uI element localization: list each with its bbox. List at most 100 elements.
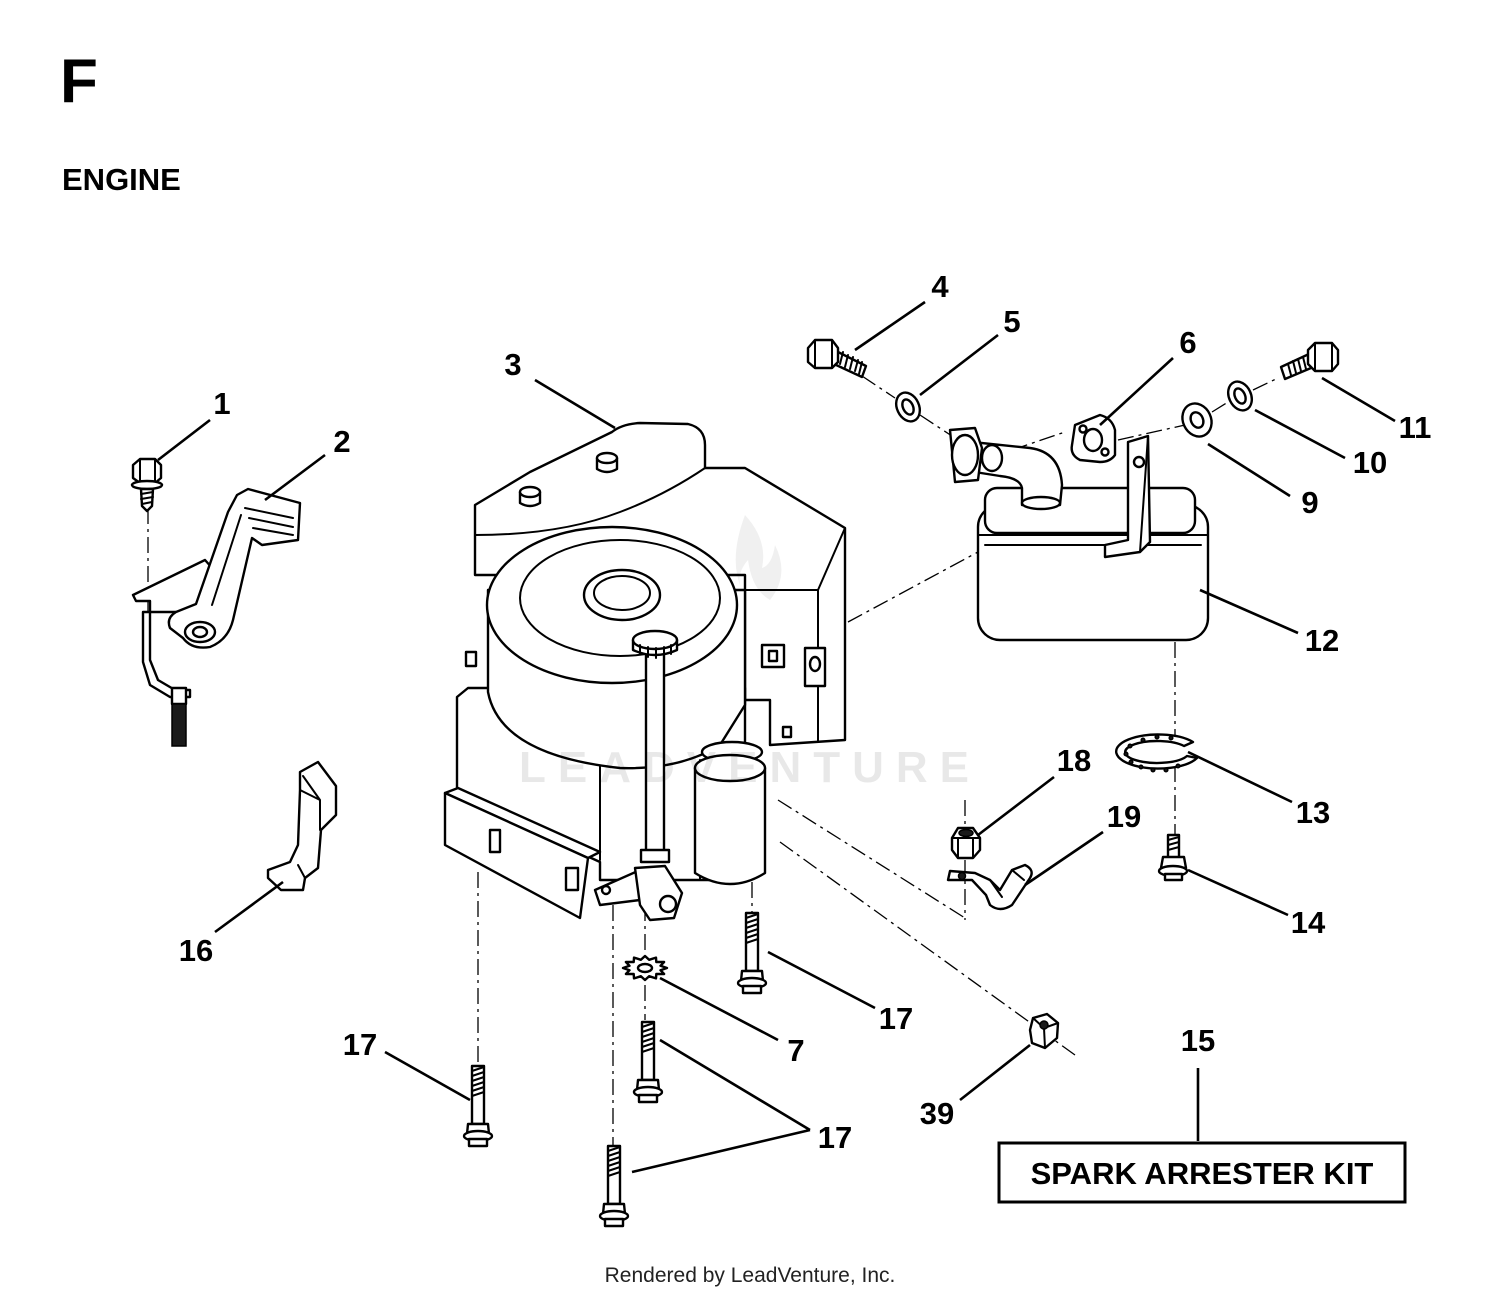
part-14-bolt <box>1157 833 1189 882</box>
callout-14: 14 <box>1291 905 1326 940</box>
part-4-bolt <box>806 338 868 379</box>
spark-arrester-kit-box: SPARK ARRESTER KIT <box>997 1141 1407 1204</box>
bracket-body <box>266 760 338 892</box>
ring-hole <box>1168 735 1174 741</box>
nut-18-facets <box>951 837 981 859</box>
throttle-stud-top <box>170 686 188 706</box>
part-5-washer <box>894 391 922 423</box>
callouts: 1 2 3 4 5 6 11 10 9 12 18 19 13 14 16 17… <box>179 269 1432 1155</box>
callout-10: 10 <box>1353 445 1387 480</box>
leader-line-7 <box>659 976 779 1042</box>
ring-hole <box>1154 734 1160 740</box>
clamp-hole <box>957 871 967 881</box>
leader-line-13 <box>1187 750 1293 804</box>
kit-box-label: SPARK ARRESTER KIT <box>1031 1156 1374 1191</box>
part-gasket <box>1070 413 1117 464</box>
bolt-4-head <box>806 338 840 370</box>
dipstick-collar <box>639 848 671 864</box>
oil-drain-plug <box>658 894 678 914</box>
leader-line-4 <box>854 300 926 352</box>
callout-6: 6 <box>1179 325 1196 360</box>
leader-line-11 <box>1321 376 1396 423</box>
bolt-4-facets <box>814 339 833 369</box>
leader-line-19 <box>1024 830 1104 887</box>
nut-39-hole <box>1039 1020 1049 1030</box>
watermark: LEADVENTURE <box>519 515 981 792</box>
clamp-edges <box>989 869 1025 898</box>
bolt-17-left <box>462 1064 494 1148</box>
part-engine <box>443 421 847 922</box>
leader-line-10 <box>1254 408 1346 460</box>
dipstick-mount-hole <box>600 884 612 896</box>
axis-muffler <box>847 551 979 623</box>
muffler-pipe-end <box>980 443 1004 473</box>
ring-hole <box>1163 767 1169 773</box>
bolt-14-threads <box>1167 836 1180 851</box>
part-throttle-screw <box>130 457 164 513</box>
engine-block-tab <box>464 650 478 668</box>
callout-16: 16 <box>179 933 213 968</box>
bolt-17-right <box>736 911 768 995</box>
throttle-bracket-stem <box>141 610 192 699</box>
bracket-edges <box>297 775 321 879</box>
bolt-11-threads <box>1287 356 1307 376</box>
callout-11: 11 <box>1399 410 1432 445</box>
part-19-clamp <box>946 863 1033 911</box>
callout-17-left: 17 <box>343 1027 377 1062</box>
star-washer-hole <box>636 962 654 974</box>
throttle-pivot-hole <box>191 625 209 639</box>
page-title: ENGINE <box>62 162 181 197</box>
engine-top-shroud <box>473 421 847 747</box>
part-16-bracket <box>266 760 338 892</box>
ring-13-body <box>1115 733 1199 770</box>
leader-line-17-right <box>767 950 876 1010</box>
leader-line-2 <box>264 453 326 502</box>
nut-18-hole <box>958 828 974 838</box>
callout-18: 18 <box>1057 743 1091 778</box>
leader-line-39 <box>959 1043 1031 1102</box>
engine-shroud-seam <box>474 467 706 536</box>
throttle-lever <box>167 487 302 649</box>
oil-filter-top <box>693 753 767 783</box>
muffler-top <box>983 486 1197 535</box>
muffler-seam <box>977 534 1209 546</box>
part-39-nut <box>1028 1012 1060 1050</box>
leader-line-17-left <box>384 1050 471 1102</box>
engine-hub-inner <box>593 575 651 611</box>
engine-base-boss-1 <box>488 828 502 854</box>
gasket-port <box>1082 427 1104 453</box>
callout-5: 5 <box>1003 304 1020 339</box>
leader-line-18 <box>977 775 1055 837</box>
clamp-body <box>946 863 1033 911</box>
part-muffler <box>948 426 1210 642</box>
gasket-hole-1 <box>1078 424 1088 434</box>
callout-4: 4 <box>931 269 949 304</box>
leader-line-14 <box>1187 868 1289 917</box>
kit-box-frame <box>997 1141 1407 1204</box>
throttle-lever-ribs <box>211 507 294 606</box>
leader-line-3 <box>534 378 616 430</box>
part-throttle-control <box>131 487 302 747</box>
callout-19: 19 <box>1107 799 1141 834</box>
callout-3: 3 <box>504 347 521 382</box>
ring-hole <box>1123 751 1129 757</box>
bolt-17-middle <box>632 1020 664 1104</box>
leader-line-12 <box>1199 588 1299 635</box>
part-9-washer <box>1181 402 1213 438</box>
screw-head-facets <box>139 458 156 484</box>
throttle-stud-thread <box>171 703 187 747</box>
ring-hole <box>1128 759 1134 765</box>
oil-filter <box>693 766 767 886</box>
washer-5-hole <box>901 398 915 416</box>
screw-threads <box>140 491 154 505</box>
leader-line-1 <box>157 418 211 462</box>
engine-hub-outer <box>582 568 662 622</box>
callout-12: 12 <box>1305 623 1339 658</box>
watermark-text: LEADVENTURE <box>519 743 981 792</box>
axis-clamp <box>777 799 966 919</box>
bolt-11-shank <box>1279 352 1313 381</box>
leader-line-16 <box>214 880 284 934</box>
callout-13: 13 <box>1296 795 1330 830</box>
part-13-ring <box>1115 733 1199 773</box>
